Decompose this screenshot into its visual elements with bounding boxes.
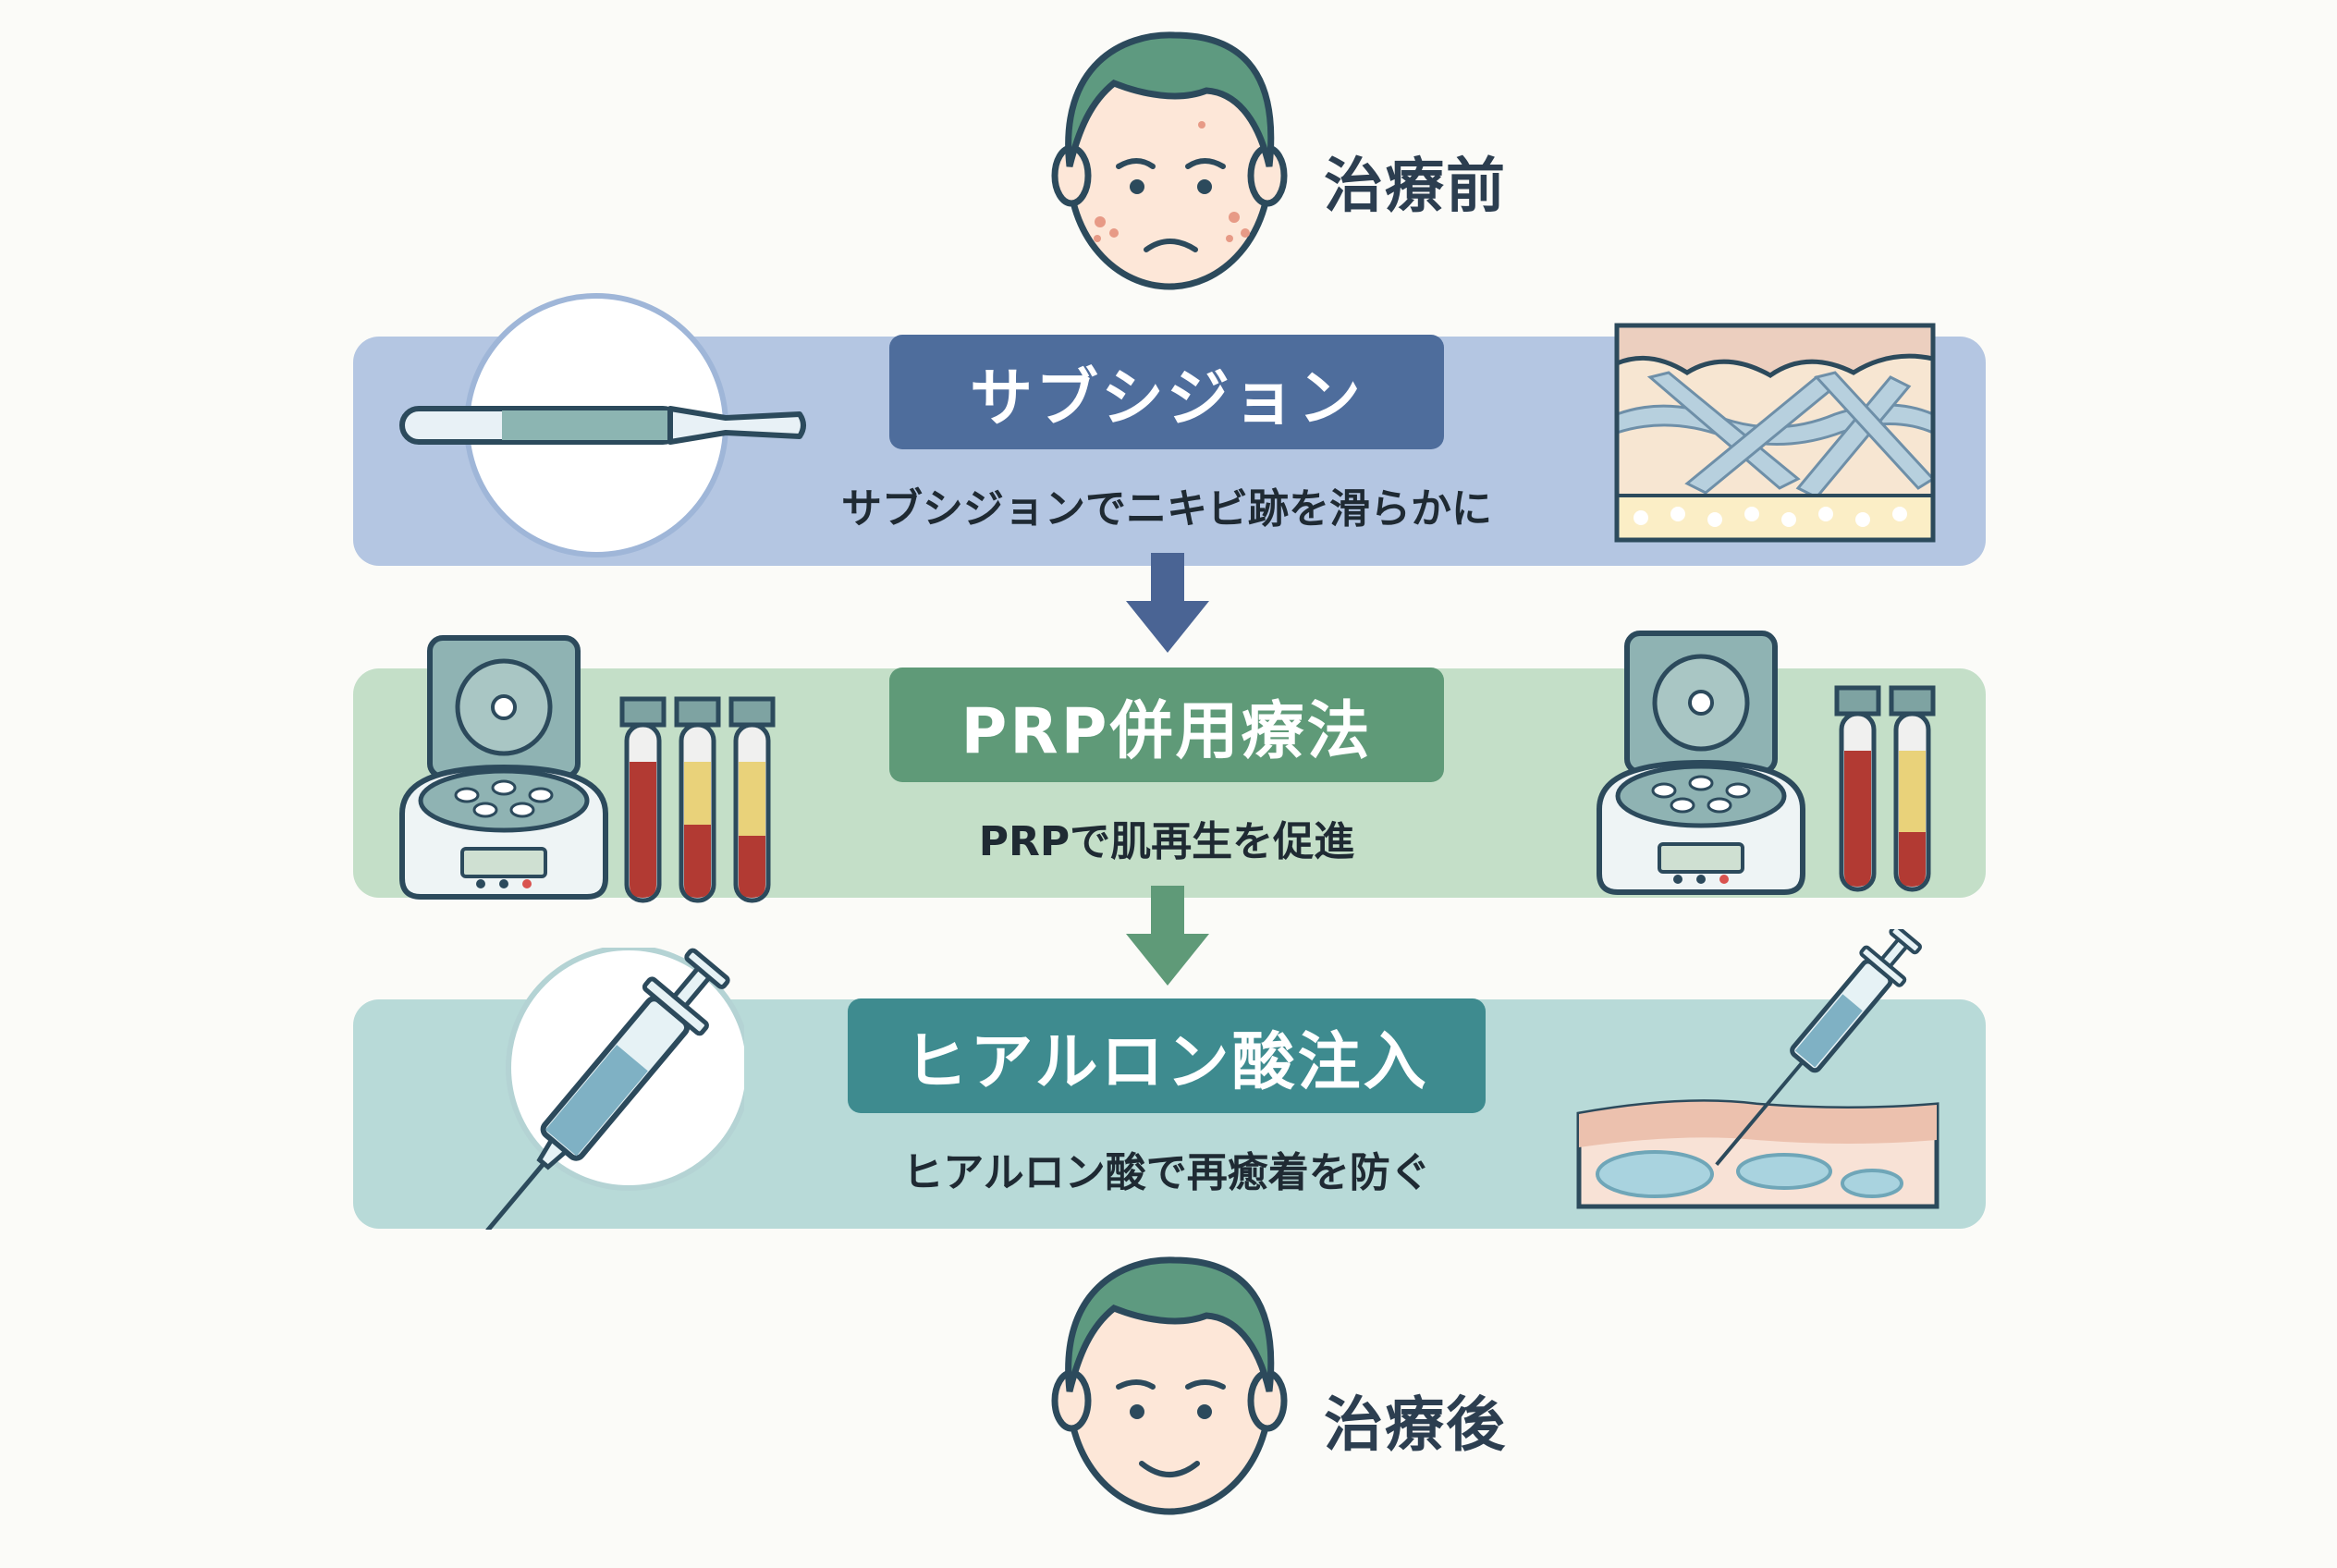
centrifuge-icon <box>399 635 608 900</box>
before-face-icon <box>1051 31 1288 290</box>
centrifuge-icon <box>1597 631 1805 895</box>
step-subcision-subtitle: サブシジョンでニキビ跡を滑らかに <box>841 485 1492 533</box>
blood-tubes-icon <box>1834 685 1936 892</box>
down-arrow-icon <box>1126 886 1209 986</box>
step-hyaluronic-subtitle: ヒアルロン酸で再癒着を防ぐ <box>902 1149 1431 1196</box>
syringe-icon <box>485 948 744 1230</box>
step-subcision-title: サブシジョン <box>889 335 1444 449</box>
step-hyaluronic-title: ヒアルロン酸注入 <box>848 998 1486 1113</box>
subcision-needle-icon <box>399 293 806 557</box>
after-label: 治療後 <box>1324 1391 1507 1460</box>
blood-tubes-icon <box>619 696 776 903</box>
after-face-icon <box>1051 1256 1288 1515</box>
step-prp-subtitle: PRPで肌再生を促進 <box>978 818 1355 865</box>
step-prp-title: PRP併用療法 <box>889 668 1444 782</box>
skin-injection-icon <box>1576 929 1939 1209</box>
down-arrow-icon <box>1126 553 1209 653</box>
skin-fibers-cross-section-icon <box>1614 323 1936 543</box>
before-label: 治療前 <box>1324 153 1507 221</box>
